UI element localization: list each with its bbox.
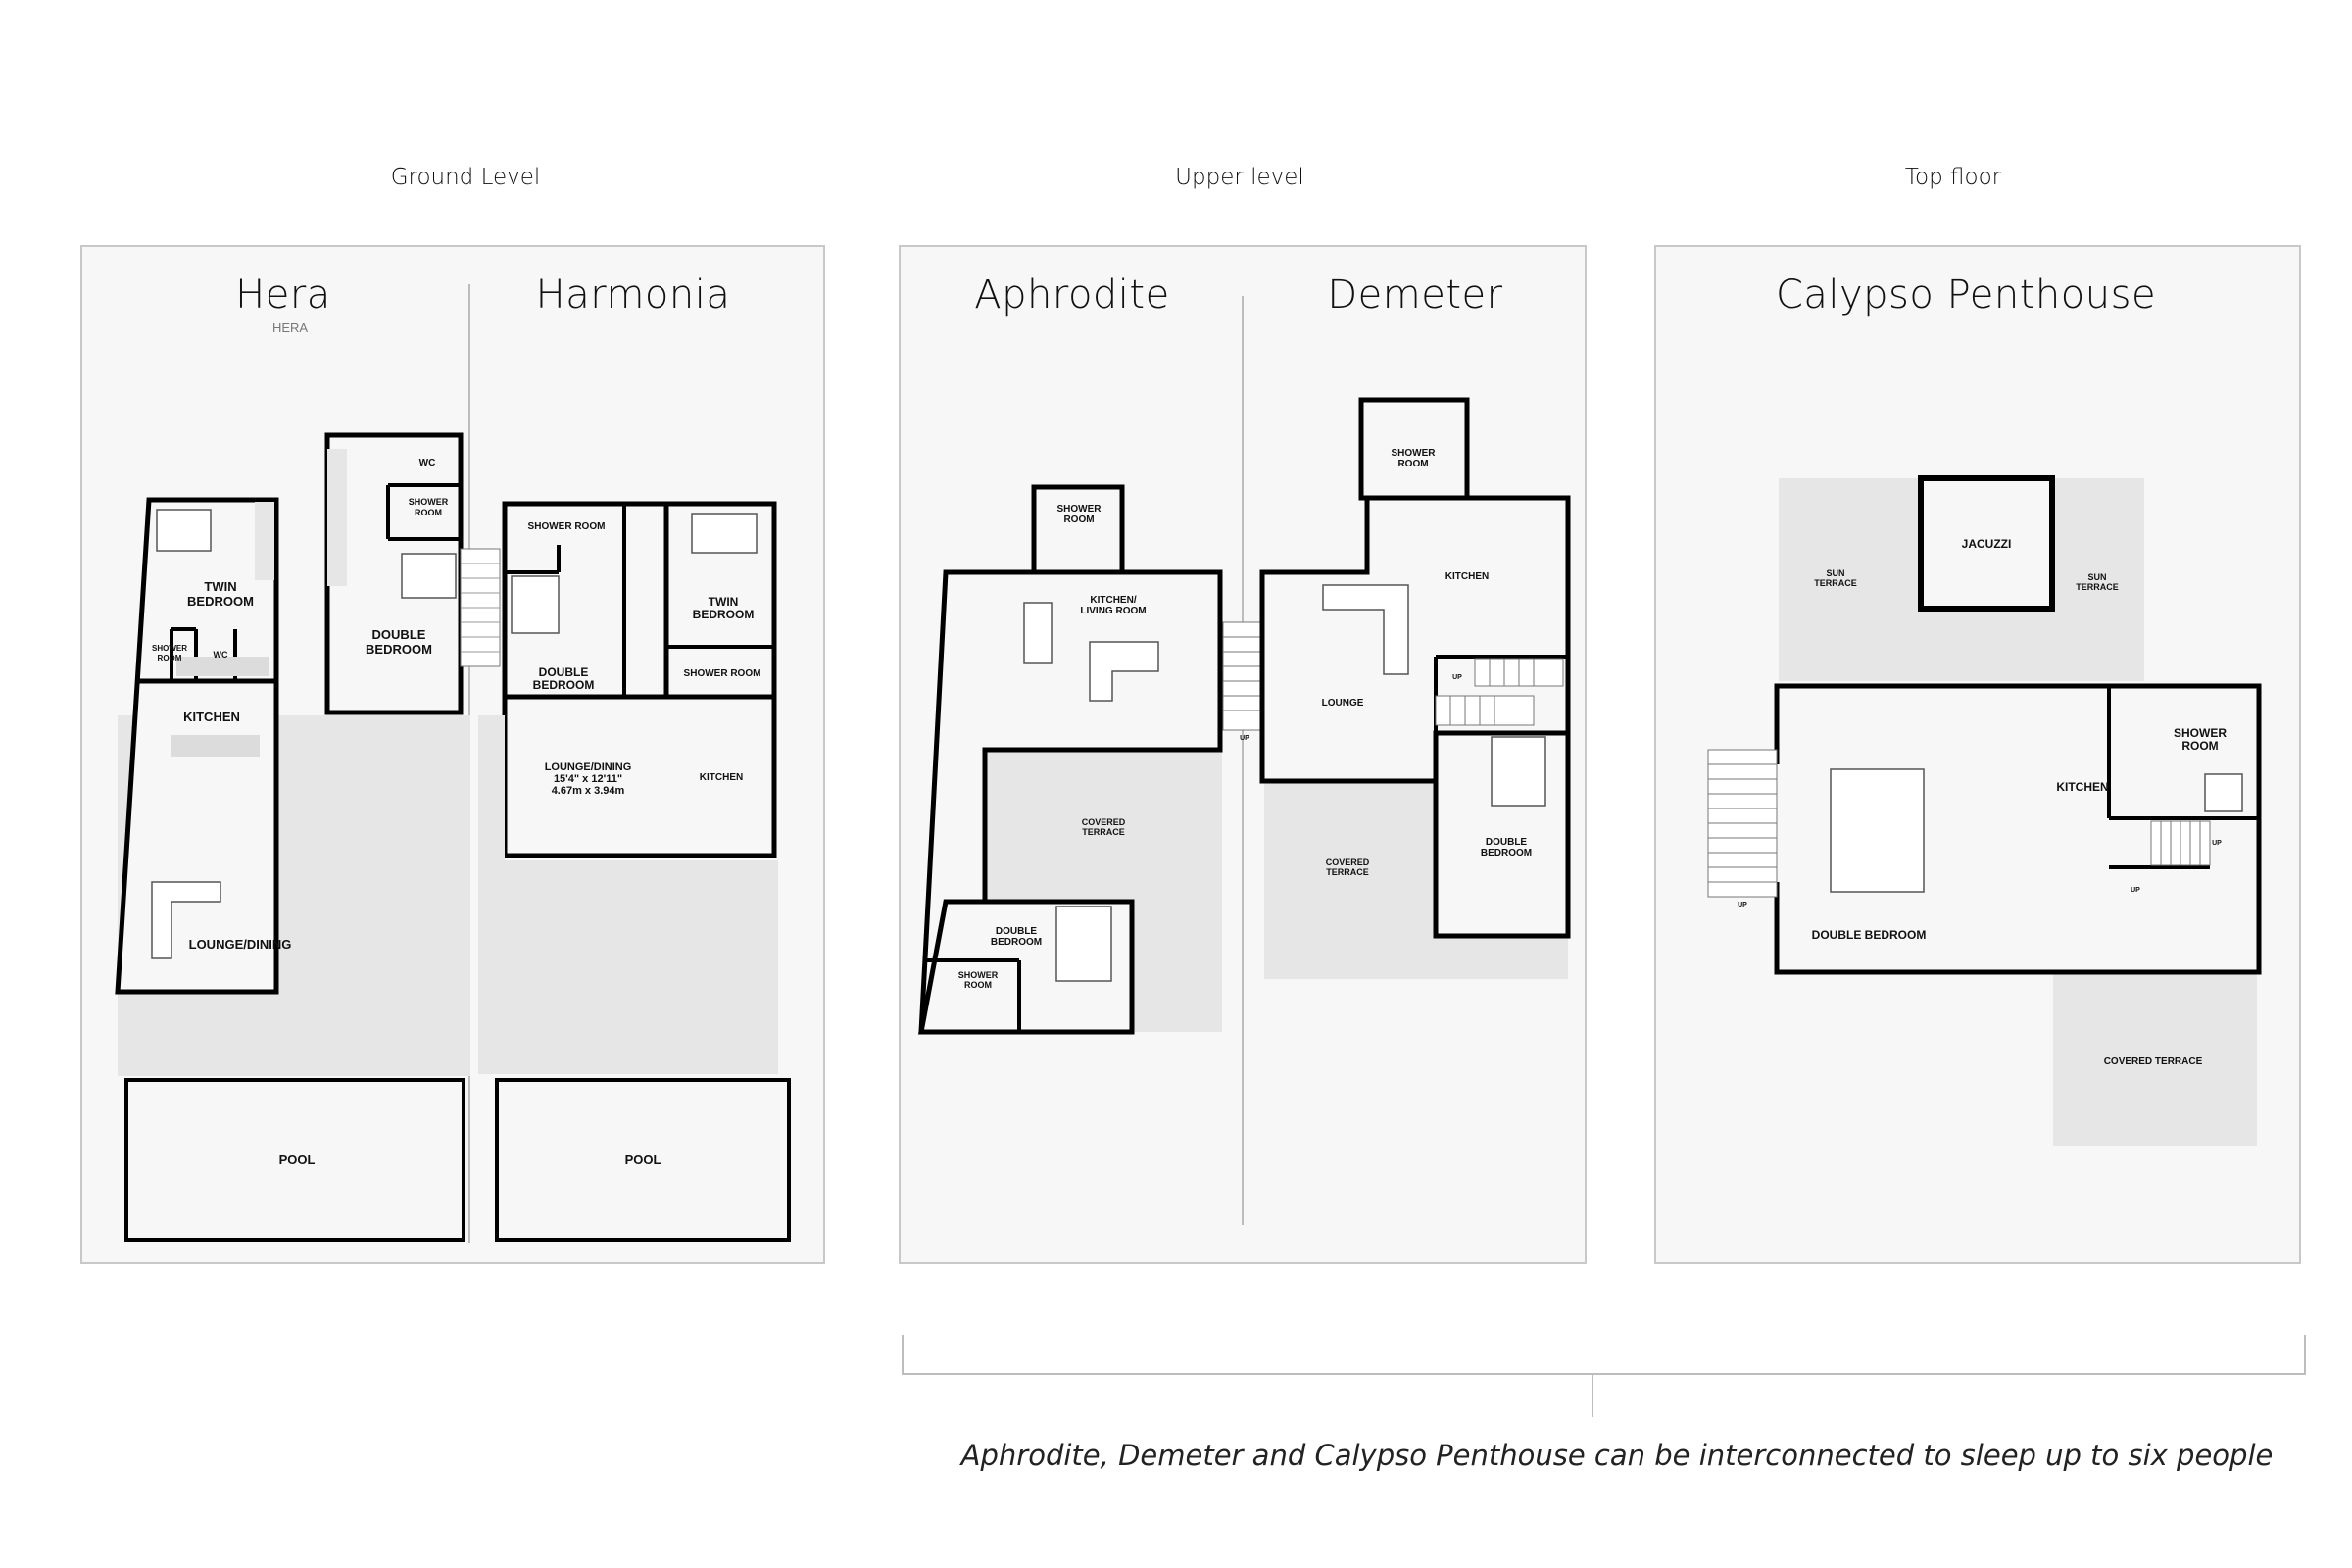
- hera-kitchen-label: KITCHEN: [183, 710, 240, 724]
- demeter-double-bed: [1491, 736, 1546, 807]
- unit-title-demeter: Demeter: [1327, 272, 1503, 318]
- demeter-shower: [1358, 397, 1470, 501]
- harmonia-outdoor-area: [478, 860, 778, 1074]
- hera-corridor-shade: [327, 449, 347, 586]
- calypso-jacuzzi-label: JACUZZI: [1962, 537, 2012, 551]
- interconnect-footnote: Aphrodite, Demeter and Calypso Penthouse…: [960, 1439, 2274, 1472]
- hera-sofa: [151, 881, 221, 959]
- hera-pool: [124, 1078, 466, 1242]
- calypso-covered-terrace-area: [2053, 974, 2257, 1146]
- unit-title-aphrodite: Aphrodite: [974, 272, 1170, 318]
- hera-lounge-label: LOUNGE/DINING: [189, 937, 292, 952]
- calypso-up-right-label: UP: [2212, 840, 2222, 847]
- calypso-shower-tray: [2204, 773, 2243, 812]
- demeter-up-label: UP: [1452, 674, 1462, 681]
- hera-stairs: [460, 548, 501, 667]
- aphrodite-double-bed: [1055, 906, 1112, 982]
- harmonia-pool: [495, 1078, 791, 1242]
- calypso-double-bedroom-label: DOUBLE BEDROOM: [1812, 928, 1927, 942]
- aphrodite-shower-top: [1031, 484, 1125, 575]
- harmonia-shower-right-label: SHOWER ROOM: [684, 668, 761, 679]
- harmonia-left-shade: [478, 715, 505, 862]
- aphrodite-kitchen-living-label: KITCHEN/LIVING ROOM: [1080, 595, 1146, 616]
- demeter-kitchen-label: KITCHEN: [1446, 571, 1489, 582]
- demeter-sofa: [1322, 584, 1409, 675]
- unit-title-harmonia: Harmonia: [535, 272, 731, 318]
- demeter-stairs: [1435, 658, 1564, 726]
- hera-wc-top-label: WC: [419, 458, 436, 468]
- calypso-up-left-label: UP: [1738, 902, 1747, 908]
- harmonia-pool-label: POOL: [625, 1152, 662, 1167]
- hera-twin-beds: [156, 509, 212, 552]
- aphrodite-stairs: [1222, 621, 1261, 731]
- calypso-stairs-left: [1707, 749, 1778, 898]
- calypso-up-stair-label: UP: [2131, 887, 2140, 894]
- calypso-jacuzzi: [1918, 475, 2055, 612]
- demeter-lounge-label: LOUNGE: [1322, 698, 1364, 709]
- harmonia-kitchen-label: KITCHEN: [700, 772, 743, 783]
- unit-title-hera: Hera: [235, 272, 331, 318]
- hera-twin-shade: [255, 502, 274, 580]
- harmonia-double-bed: [511, 575, 560, 634]
- level-heading-ground: Ground Level: [390, 165, 541, 190]
- calypso-stairs-right: [2150, 820, 2211, 866]
- calypso-kitchen-label: KITCHEN: [2056, 780, 2108, 794]
- level-heading-upper: Upper level: [1175, 165, 1304, 190]
- calypso-double-bed: [1830, 768, 1925, 893]
- hera-pool-label: POOL: [279, 1152, 316, 1167]
- harmonia-twin-beds: [691, 513, 758, 554]
- unit-subtitle-hera: HERA: [271, 320, 309, 335]
- hera-double-bed: [401, 553, 457, 599]
- aphrodite-sofa: [1089, 641, 1159, 702]
- hera-double-bedroom-block: [324, 432, 464, 715]
- aphrodite-up-label: UP: [1240, 735, 1250, 742]
- interconnect-bracket: [902, 1335, 2306, 1417]
- hera-wc-small-label: WC: [214, 650, 228, 660]
- aphrodite-dining-table: [1023, 602, 1053, 664]
- level-heading-top: Top floor: [1904, 165, 2002, 190]
- harmonia-shower-left-label: SHOWER ROOM: [528, 521, 606, 532]
- calypso-covered-terrace-label: COVERED TERRACE: [2104, 1056, 2203, 1067]
- unit-title-calypso: Calypso Penthouse: [1775, 272, 2157, 318]
